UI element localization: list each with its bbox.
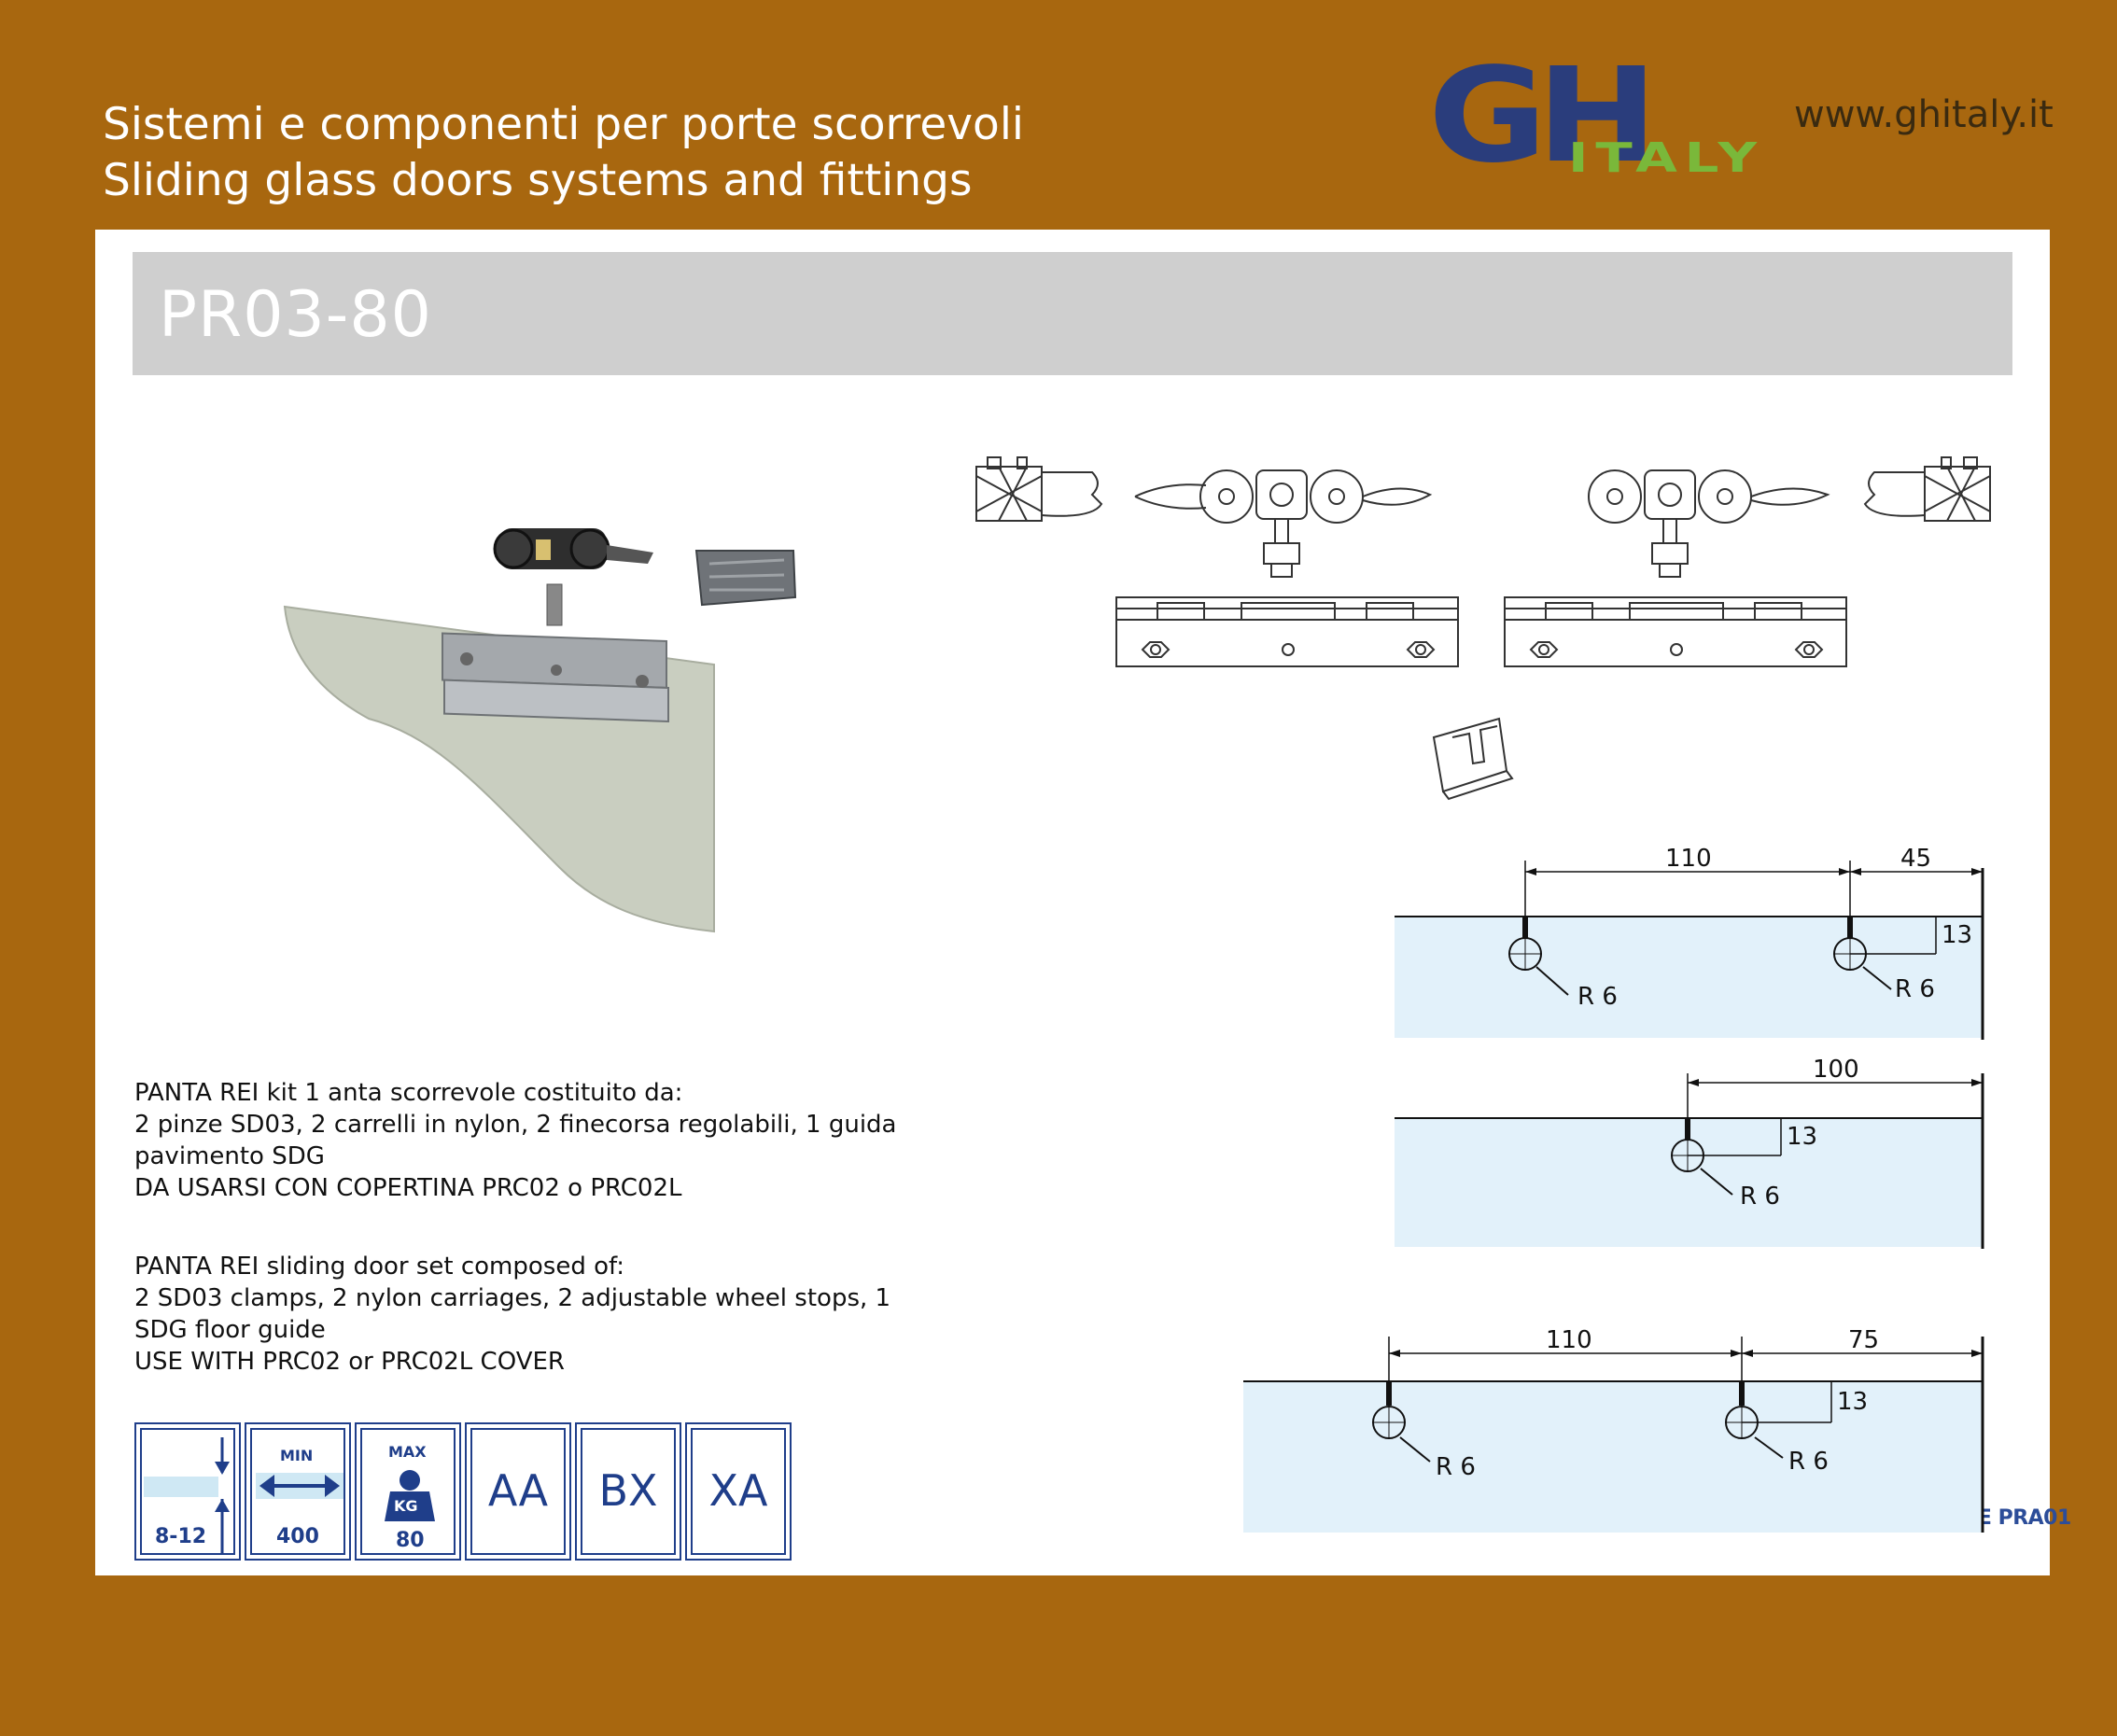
header-subtitle-it: Sistemi e componenti per porte scorrevol… xyxy=(103,99,1024,150)
description-italian: PANTA REI kit 1 anta scorrevole costitui… xyxy=(134,1077,896,1204)
self-closing-note: CON RICHIUSORE AUTOMATICO PRA01/WITH SEL… xyxy=(1245,1506,2071,1530)
code-aa: AA xyxy=(487,1465,549,1516)
description-english: PANTA REI sliding door set composed of: … xyxy=(134,1251,890,1378)
title-bar: PR03-80 xyxy=(133,252,2012,375)
desc-it-line: 2 pinze SD03, 2 carrelli in nylon, 2 fin… xyxy=(134,1111,897,1139)
desc-en-line: SDG floor guide xyxy=(134,1316,326,1344)
max-label: MAX xyxy=(388,1443,427,1461)
glass-thickness-spec: 8-12 xyxy=(134,1422,241,1561)
width-arrow-icon xyxy=(256,1473,343,1499)
kg-label: KG xyxy=(394,1497,418,1515)
desc-en-line: PANTA REI sliding door set composed of: xyxy=(134,1253,624,1281)
finish-code-aa: AA xyxy=(465,1422,571,1561)
code-bx: BX xyxy=(598,1465,658,1516)
desc-it-line: pavimento SDG xyxy=(134,1142,325,1170)
thickness-icon xyxy=(144,1437,230,1553)
min-value: 400 xyxy=(276,1525,319,1548)
weight-icon xyxy=(385,1470,435,1521)
min-label: MIN xyxy=(280,1447,314,1464)
code-xa: XA xyxy=(708,1465,768,1516)
desc-en-line: 2 SD03 clamps, 2 nylon carriages, 2 adju… xyxy=(134,1284,891,1312)
finish-code-bx: BX xyxy=(575,1422,681,1561)
max-value: 80 xyxy=(396,1529,425,1552)
gh-italy-logo: GH ITALY xyxy=(1428,56,1764,182)
desc-it-line: PANTA REI kit 1 anta scorrevole costitui… xyxy=(134,1079,683,1107)
svg-text:GH: GH xyxy=(1428,56,1647,182)
header-subtitle-en: Sliding glass doors systems and fittings xyxy=(103,155,973,206)
svg-text:ITALY: ITALY xyxy=(1568,134,1764,182)
product-sheet: PR03-80 PANTA REI kit 1 anta scorrevole … xyxy=(95,230,2071,1575)
website-link[interactable]: www.ghitaly.it xyxy=(1794,93,2054,136)
desc-en-line: USE WITH PRC02 or PRC02L COVER xyxy=(134,1348,565,1376)
desc-it-line: DA USARSI CON COPERTINA PRC02 o PRC02L xyxy=(134,1174,682,1202)
finish-code-xa: XA xyxy=(685,1422,792,1561)
thickness-value: 8-12 xyxy=(155,1525,207,1548)
max-weight-spec: MAX KG 80 xyxy=(355,1422,461,1561)
min-width-spec: MIN 400 xyxy=(245,1422,351,1561)
product-code: PR03-80 xyxy=(159,278,432,352)
